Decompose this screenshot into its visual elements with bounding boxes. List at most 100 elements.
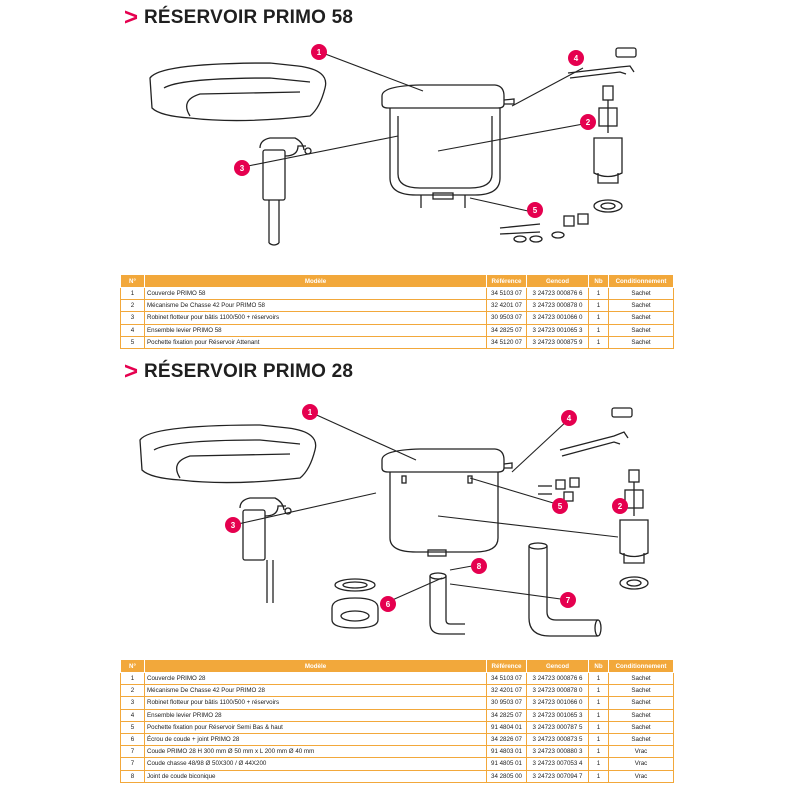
cell-model: Coude PRIMO 28 H 300 mm Ø 50 mm x L 200 … — [144, 745, 487, 759]
fill-valve-drawing — [259, 137, 312, 246]
cell-quantity: 1 — [588, 720, 609, 734]
exploded-diagram-primo-58: 1 2 3 4 5 — [149, 44, 637, 246]
svg-text:4: 4 — [574, 54, 579, 63]
column-header-packaging: Conditionnement — [608, 274, 674, 288]
callout-badge-3: 3 — [234, 160, 250, 176]
cell-number: 4 — [120, 708, 145, 722]
cell-quantity: 1 — [588, 708, 609, 722]
cell-model: Robinet flotteur pour bâtis 1100/500 + r… — [144, 311, 487, 325]
cell-model: Couvercle PRIMO 58 — [144, 286, 487, 301]
cell-quantity: 1 — [588, 311, 609, 325]
column-header-quantity: Nb — [588, 274, 609, 288]
callout-badge-4: 4 — [568, 50, 584, 66]
exploded-diagram-primo-28: 1 2 3 4 5 6 7 8 — [139, 404, 649, 637]
cell-number: 7 — [120, 757, 145, 771]
cell-number: 2 — [120, 684, 145, 698]
cell-reference: 34 2825 07 — [486, 708, 527, 722]
column-header-gencod: Gencod — [526, 274, 589, 288]
svg-text:5: 5 — [533, 206, 538, 215]
cell-gencod: 3 24723 001066 0 — [526, 311, 589, 325]
cell-quantity: 1 — [588, 732, 609, 747]
cell-reference: 32 4201 07 — [486, 684, 527, 698]
cell-gencod: 3 24723 000880 3 — [526, 745, 589, 759]
cell-quantity: 1 — [588, 745, 609, 759]
cell-gencod: 3 24723 000875 9 — [526, 335, 589, 349]
svg-text:1: 1 — [308, 408, 313, 417]
column-header-packaging: Conditionnement — [608, 659, 674, 673]
fill-valve-drawing — [239, 497, 292, 603]
lever-drawing — [559, 407, 633, 457]
chevron-right-icon: > — [124, 4, 139, 31]
parts-table-primo-28: N° Modèle Référence Gencod Nb Conditionn… — [120, 659, 674, 783]
cell-reference: 34 2826 07 — [486, 732, 527, 747]
cell-packaging: Sachet — [608, 696, 674, 710]
cell-packaging: Vrac — [608, 757, 674, 771]
column-header-number: N° — [120, 659, 145, 673]
svg-text:2: 2 — [586, 118, 591, 127]
lid-drawing — [139, 424, 317, 484]
cell-packaging: Sachet — [608, 671, 674, 686]
cell-reference: 30 9503 07 — [486, 696, 527, 710]
cell-packaging: Sachet — [608, 720, 674, 734]
table-row: 5 Pochette fixation pour Réservoir Semi … — [120, 720, 674, 734]
cell-quantity: 1 — [588, 323, 609, 337]
svg-text:5: 5 — [558, 502, 563, 511]
table-row: 5 Pochette fixation pour Réservoir Atten… — [120, 335, 674, 349]
svg-text:4: 4 — [567, 414, 572, 423]
table-row: 1 Couvercle PRIMO 58 34 5103 07 3 24723 … — [120, 286, 674, 301]
cell-reference: 91 4804 01 — [486, 720, 527, 734]
cell-gencod: 3 24723 000878 0 — [526, 684, 589, 698]
cell-packaging: Sachet — [608, 311, 674, 325]
section-title-primo-28: > RÉSERVOIR PRIMO 28 — [124, 358, 353, 386]
cell-packaging: Sachet — [608, 299, 674, 313]
cell-gencod: 3 24723 001065 3 — [526, 708, 589, 722]
table-row: 8 Joint de coude biconique 34 2805 00 3 … — [120, 769, 674, 783]
cell-gencod: 3 24723 000876 6 — [526, 671, 589, 686]
lever-drawing — [567, 47, 637, 79]
table-row: 7 Coude chasse 48/98 Ø 50X300 / Ø 44X200… — [120, 757, 674, 771]
cell-model: Couvercle PRIMO 28 — [144, 671, 487, 686]
cell-number: 6 — [120, 732, 145, 747]
table-header-row: N° Modèle Référence Gencod Nb Conditionn… — [120, 659, 674, 673]
column-header-reference: Référence — [486, 659, 527, 673]
callout-badge-1: 1 — [302, 404, 318, 420]
callout-badge-6: 6 — [380, 596, 396, 612]
cell-reference: 91 4805 01 — [486, 757, 527, 771]
cell-packaging: Sachet — [608, 684, 674, 698]
table-row: 4 Ensemble levier PRIMO 58 34 2825 07 3 … — [120, 323, 674, 337]
cell-quantity: 1 — [588, 769, 609, 783]
cell-reference: 34 2825 07 — [486, 323, 527, 337]
column-header-reference: Référence — [486, 274, 527, 288]
svg-text:7: 7 — [566, 596, 571, 605]
cell-gencod: 3 24723 007053 4 — [526, 757, 589, 771]
tank-drawing — [381, 84, 515, 208]
cell-gencod: 3 24723 007094 7 — [526, 769, 589, 783]
svg-text:2: 2 — [618, 502, 623, 511]
cell-quantity: 1 — [588, 757, 609, 771]
table-row: 6 Écrou de coude + joint PRIMO 28 34 282… — [120, 732, 674, 747]
cell-model: Coude chasse 48/98 Ø 50X300 / Ø 44X200 — [144, 757, 487, 771]
callout-badge-8: 8 — [471, 558, 487, 574]
lid-drawing — [149, 62, 327, 122]
chevron-right-icon: > — [124, 358, 139, 385]
cell-packaging: Sachet — [608, 323, 674, 337]
leader-lines — [237, 411, 619, 602]
callout-badge-2: 2 — [612, 498, 628, 514]
column-header-quantity: Nb — [588, 659, 609, 673]
column-header-number: N° — [120, 274, 145, 288]
cell-model: Mécanisme De Chasse 42 Pour PRIMO 58 — [144, 299, 487, 313]
cell-reference: 34 5120 07 — [486, 335, 527, 349]
callout-badge-4: 4 — [561, 410, 577, 426]
leader-lines — [247, 51, 595, 212]
flush-mechanism-drawing — [619, 469, 649, 590]
cell-number: 3 — [120, 696, 145, 710]
cell-number: 8 — [120, 769, 145, 783]
cell-model: Ensemble levier PRIMO 58 — [144, 323, 487, 337]
cell-gencod: 3 24723 000873 5 — [526, 732, 589, 747]
cell-reference: 34 5103 07 — [486, 286, 527, 301]
cell-model: Pochette fixation pour Réservoir Attenan… — [144, 335, 487, 349]
column-header-model: Modèle — [144, 274, 487, 288]
elbow-joint-drawing — [429, 572, 465, 635]
cell-number: 7 — [120, 745, 145, 759]
tank-drawing — [381, 448, 513, 557]
